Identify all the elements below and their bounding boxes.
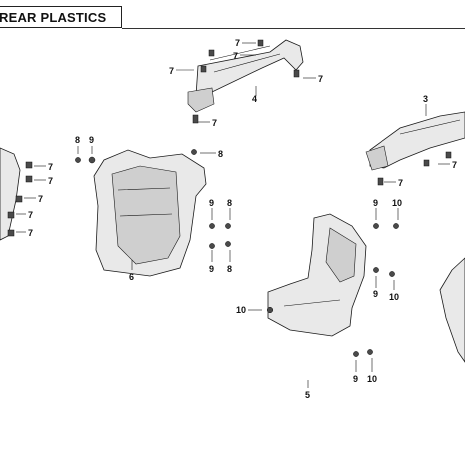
callout-8: 8	[218, 149, 223, 159]
callout-7: 7	[452, 160, 457, 170]
callout-7: 7	[28, 228, 33, 238]
callout-7: 7	[28, 210, 33, 220]
callout-9: 9	[373, 198, 378, 208]
part-left-partial	[0, 147, 33, 241]
callout-10: 10	[367, 374, 377, 384]
callout-10: 10	[392, 198, 402, 208]
leader-lines	[16, 42, 450, 388]
callout-8: 8	[75, 135, 80, 145]
callout-10: 10	[236, 305, 246, 315]
callout-labels: 7 7 7 7 7 4 3 7 7 7 7 7 7 7 8 9 8 9 8 9 …	[28, 38, 457, 400]
callout-7: 7	[318, 74, 323, 84]
part-5-panel	[266, 213, 399, 357]
callout-7: 7	[48, 162, 53, 172]
callout-4: 4	[252, 94, 257, 104]
callout-8: 8	[227, 264, 232, 274]
part-6-panel	[75, 149, 231, 277]
part-3-rail	[365, 111, 465, 186]
part-6-bolt	[75, 157, 81, 163]
callout-6: 6	[129, 272, 134, 282]
callout-10: 10	[389, 292, 399, 302]
callout-7: 7	[233, 51, 238, 61]
callout-9: 9	[209, 264, 214, 274]
callout-8: 8	[227, 198, 232, 208]
callout-9: 9	[353, 374, 358, 384]
header-rule	[122, 28, 465, 29]
callout-5: 5	[305, 390, 310, 400]
diagram-title: REAR PLASTICS	[0, 10, 107, 25]
callout-7: 7	[169, 66, 174, 76]
part-6-washer	[88, 156, 96, 164]
callout-7: 7	[398, 178, 403, 188]
part-right-partial	[439, 257, 465, 363]
callout-7: 7	[38, 194, 43, 204]
callout-9: 9	[373, 289, 378, 299]
callout-9: 9	[209, 198, 214, 208]
callout-7: 7	[235, 38, 240, 48]
part-4-rail	[187, 39, 304, 124]
title-box: REAR PLASTICS	[0, 6, 122, 28]
callout-3: 3	[423, 94, 428, 104]
callout-9: 9	[89, 135, 94, 145]
callout-7: 7	[212, 118, 217, 128]
callout-7: 7	[48, 176, 53, 186]
part-4-screw-bottom	[192, 114, 199, 124]
